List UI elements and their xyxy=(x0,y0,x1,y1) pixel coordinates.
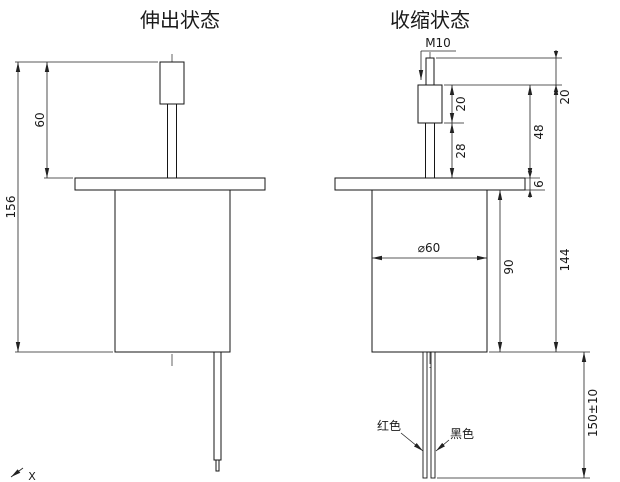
red-wire-label: 红色 xyxy=(377,418,401,433)
dim-text-156: 156 xyxy=(4,196,18,219)
flange-plate xyxy=(74,177,266,191)
dimension-body-height: 90 xyxy=(497,190,516,352)
thread-callout: M10 xyxy=(418,36,456,80)
dim-text-diameter-60: ⌀60 xyxy=(418,241,441,255)
bottom-pin-tip xyxy=(215,459,220,472)
dim-text-28: 28 xyxy=(454,143,468,158)
dim-text-20-tip: 20 xyxy=(558,89,572,104)
dim-text-48: 48 xyxy=(532,124,546,139)
dimension-rod-extension: 60 xyxy=(15,61,158,179)
dim-text-144: 144 xyxy=(558,249,572,272)
extended-view: 伸出状态 60 156 xyxy=(4,8,266,472)
red-wire-callout: 红色 xyxy=(377,418,424,452)
dim-text-20: 20 xyxy=(454,96,468,111)
extended-view-title: 伸出状态 xyxy=(140,8,220,32)
threaded-rod-section xyxy=(159,61,185,105)
flange-plate xyxy=(334,177,526,191)
dimension-total-height: 156 xyxy=(4,62,113,353)
dim-text-90: 90 xyxy=(502,259,516,274)
cylinder-body xyxy=(371,189,488,353)
red-wire xyxy=(422,351,428,479)
threaded-rod-section xyxy=(417,84,443,124)
bottom-pin xyxy=(213,351,222,461)
rod-tip xyxy=(425,57,435,86)
dimension-body-diameter: ⌀60 xyxy=(372,241,487,261)
rod-shaft xyxy=(167,103,177,179)
dimension-shaft-above-flange: 48 xyxy=(527,85,546,178)
dimension-thread-length: 20 xyxy=(449,85,468,123)
dim-text-150: 150±10 xyxy=(586,389,600,437)
thread-spec-label: M10 xyxy=(425,36,451,50)
retracted-view: 收缩状态 M10 20 28 xyxy=(334,8,600,479)
black-wire-label: 黑色 xyxy=(450,427,474,441)
black-wire xyxy=(430,351,436,479)
dimension-shaft-below-thread: 28 xyxy=(449,123,468,178)
dimension-wire-length: 150±10 xyxy=(581,352,600,478)
dimension-flange-thickness: 6 xyxy=(527,170,546,198)
black-wire-callout: 黑色 xyxy=(435,427,474,452)
cylinder-body xyxy=(114,189,231,353)
axis-x-marker: X xyxy=(10,467,36,482)
rod-shaft xyxy=(425,122,435,179)
axis-x-label: X xyxy=(28,470,36,482)
retracted-view-title: 收缩状态 xyxy=(390,8,470,32)
dim-text-60: 60 xyxy=(33,112,47,127)
dimension-overall-height: 144 xyxy=(553,85,572,352)
dim-text-6: 6 xyxy=(532,180,546,188)
